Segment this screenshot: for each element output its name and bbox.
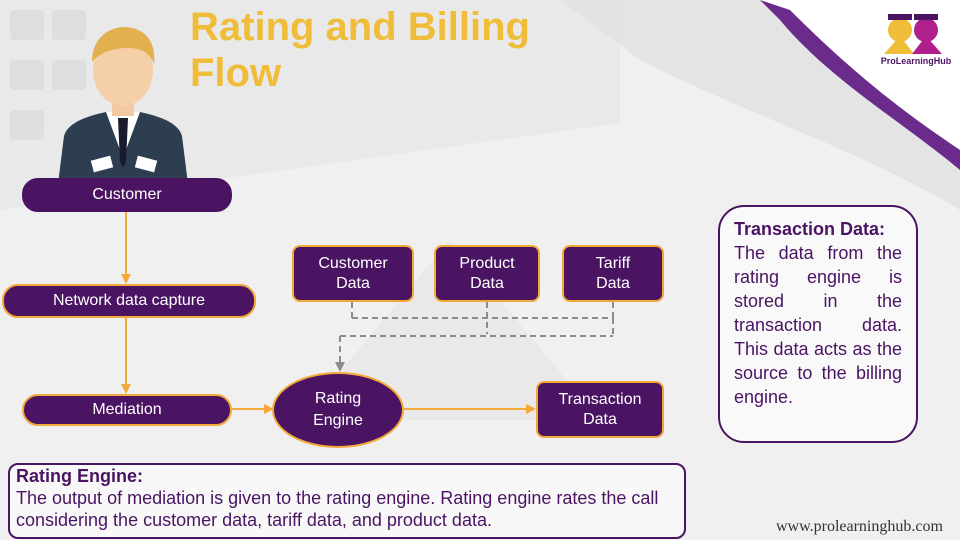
tariff-data-node: Tariff Data: [562, 245, 664, 302]
transaction-info-heading: Transaction Data:: [734, 219, 886, 239]
rating-info-heading: Rating Engine:: [16, 466, 143, 486]
prolearninghub-logo: [884, 14, 942, 54]
customer-data-node: Customer Data: [292, 245, 414, 302]
product-data-node: Product Data: [434, 245, 540, 302]
rating-info-body: The output of mediation is given to the …: [16, 488, 659, 530]
logo-text: ProLearningHub: [880, 56, 952, 66]
title-line-1: Rating and Billing: [190, 5, 530, 49]
website-url: www.prolearninghub.com: [776, 518, 943, 535]
page-title: Rating and Billing Flow: [190, 4, 610, 96]
transaction-data-info-panel: Transaction Data: The data from the rati…: [718, 205, 918, 443]
transaction-info-body: The data from the rating engine is store…: [734, 243, 902, 407]
rating-engine-info-panel: Rating Engine: The output of mediation i…: [8, 463, 686, 539]
title-line-2: Flow: [190, 51, 282, 95]
network-data-capture-node: Network data capture: [2, 284, 256, 318]
customer-node: Customer: [22, 178, 232, 212]
transaction-data-node: Transaction Data: [536, 381, 664, 438]
mediation-node: Mediation: [22, 394, 232, 426]
customer-avatar-icon: [58, 27, 188, 184]
rating-engine-node: Rating Engine: [272, 372, 404, 448]
